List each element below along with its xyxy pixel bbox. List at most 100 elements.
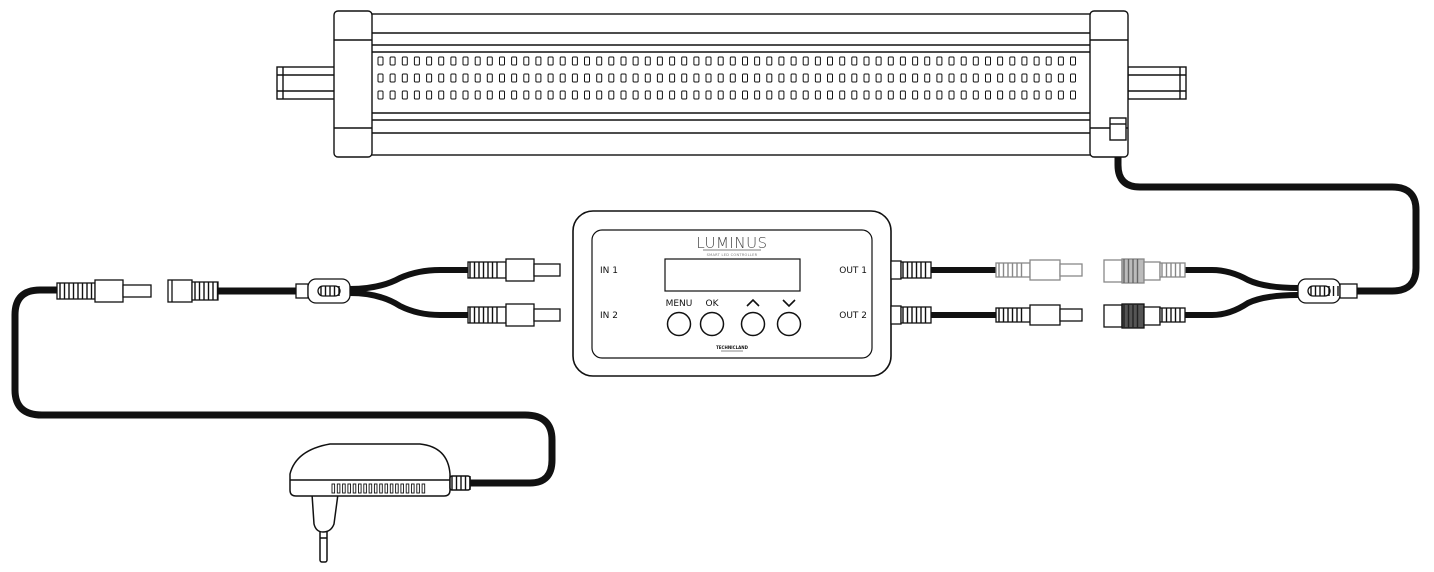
menu-button[interactable] [666,311,692,337]
led-dot [584,73,590,83]
adapter-vent [358,483,362,494]
led-dot [1070,73,1076,83]
led-dot [474,56,481,66]
adapter-vent [336,483,341,494]
led-dot [632,56,639,66]
led-dot [462,73,469,83]
led-dot [948,56,955,66]
right-splitter-junction [1297,278,1358,304]
led-dot [620,73,627,83]
led-dot [887,56,894,66]
led-dot [669,90,676,100]
led-dot [863,56,870,66]
down-button[interactable] [776,311,802,337]
led-dot [790,90,797,100]
led-dot [413,56,420,66]
led-dot [875,90,882,100]
led-dot [596,90,603,100]
led-dot [401,73,408,83]
led-dot [717,56,724,66]
led-dot [863,90,870,100]
led-dot [511,56,518,66]
led-dot [839,90,846,100]
led-dot [426,73,433,83]
right-splitter-socket-2 [1103,303,1186,329]
left-splitter-plug-1 [467,258,561,282]
adapter-vent [331,483,336,494]
led-dot [912,73,919,83]
led-dot [1045,73,1052,83]
led-dot [717,73,724,83]
cables [11,134,1420,487]
menu-button-label: MENU [666,299,693,309]
led-dot [1021,90,1028,100]
led-bar-cable-gland [1109,117,1127,141]
led-dot [511,73,518,83]
out1-connector [890,260,932,280]
left-splitter-junction [295,278,351,304]
led-dot [389,73,396,83]
led-dot [960,56,967,66]
led-dot [985,90,991,100]
up-button[interactable] [740,311,766,337]
led-dot [571,73,578,83]
led-dot [511,90,518,100]
ok-button[interactable] [699,311,725,337]
led-dot [377,56,384,66]
adapter-vent [379,483,383,494]
led-dot [705,56,712,66]
led-dot [426,90,433,100]
led-dot [778,73,785,83]
led-dot [656,73,663,83]
led-dot [401,56,408,66]
led-dot [608,56,615,66]
led-dot [608,73,615,83]
led-dot [766,90,773,100]
maker-mark: TECHNICLAND [716,345,749,350]
led-dot [899,73,906,83]
adapter-vent [373,483,378,494]
led-dot [438,73,445,83]
led-dot [474,73,481,83]
chevron-down-icon [782,299,796,308]
left-splitter-plug-2 [467,303,561,327]
led-dot [499,73,505,83]
led-dot [656,56,663,66]
led-dot [486,73,493,83]
led-dot [1057,90,1064,100]
led-dot [632,73,639,83]
adapter-vent [400,483,404,494]
right-splitter-branch-1 [1182,267,1301,291]
led-dot [924,56,931,66]
led-dot [729,73,736,83]
led-dot [413,73,420,83]
led-dot [742,73,748,83]
led-dot [535,56,542,66]
led-dot [1033,73,1040,83]
brand-logo: LUMINUS [696,234,767,252]
chevron-up-icon [746,298,760,307]
led-dot [389,90,396,100]
port-label-out1: OUT 1 [839,266,867,276]
led-bar-cable [1114,134,1420,295]
led-dot [559,56,566,66]
power-adapter-icon [289,443,471,563]
port-label-out2: OUT 2 [839,311,867,321]
led-dot [1021,73,1028,83]
led-controller: LUMINUS SMART LED CONTROLLER IN 1 IN 2 O… [572,210,892,377]
led-dot [778,90,785,100]
led-dot [1009,90,1016,100]
led-dot [827,73,833,83]
led-dot [1009,56,1016,66]
led-dot [742,90,748,100]
led-dot [681,73,688,83]
led-dot [547,56,554,66]
led-dot [851,90,858,100]
adapter-vent [389,483,394,494]
led-dot [778,56,785,66]
led-dot [1070,56,1076,66]
led-dot [401,90,408,100]
led-dot [887,73,894,83]
led-dot [523,90,530,100]
led-dot [1045,90,1052,100]
